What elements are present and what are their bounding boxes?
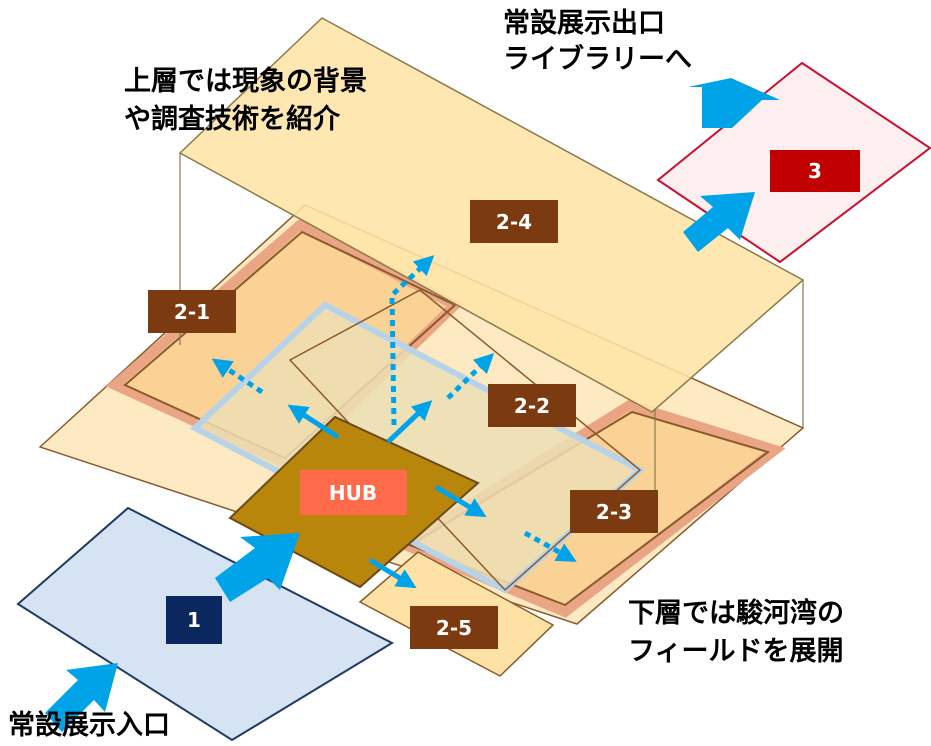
svg-text:2-5: 2-5 (436, 616, 472, 640)
arrow-icon (287, 404, 340, 440)
svg-text:2-1: 2-1 (174, 300, 210, 324)
tag-hub: HUB (300, 470, 407, 515)
tag-2-4: 2-4 (470, 200, 558, 243)
arrow-icon (368, 557, 417, 589)
arrow-right-icon (45, 663, 118, 732)
arrow-icon (434, 484, 487, 518)
dotted-arrow-icon (211, 358, 264, 395)
arrow-right-icon (683, 192, 755, 252)
svg-text:3: 3 (808, 159, 822, 183)
dotted-arrow-icon (523, 530, 577, 562)
svg-text:2-3: 2-3 (596, 500, 632, 524)
entrance-caption: 常設展示入口 (8, 709, 170, 741)
lower-caption-line1: 下層では駿河湾の (628, 597, 844, 629)
arrow-right-icon (215, 533, 300, 602)
tag-2-2: 2-2 (488, 384, 576, 427)
tag-2-5: 2-5 (410, 606, 498, 649)
tag-3: 3 (770, 150, 860, 192)
svg-text:1: 1 (187, 608, 201, 632)
svg-text:2-4: 2-4 (496, 210, 532, 234)
arrow-up-icon (688, 78, 780, 128)
tag-2-1: 2-1 (148, 290, 236, 333)
tag-2-3: 2-3 (570, 490, 658, 533)
svg-text:2-2: 2-2 (514, 394, 550, 418)
lower-caption-line2: フィールドを展開 (628, 636, 843, 667)
upper-caption-line2: や調査技術を紹介 (124, 103, 341, 135)
exit-caption-line1: 常設展示出口 (503, 7, 665, 39)
arrow-icon (386, 400, 433, 444)
exit-caption-line2: ライブラリーへ (503, 43, 692, 75)
tag-1: 1 (166, 596, 222, 644)
svg-text:HUB: HUB (329, 481, 377, 505)
upper-caption-line1: 上層では現象の背景 (124, 65, 367, 97)
dotted-arrow-icon (446, 353, 495, 400)
